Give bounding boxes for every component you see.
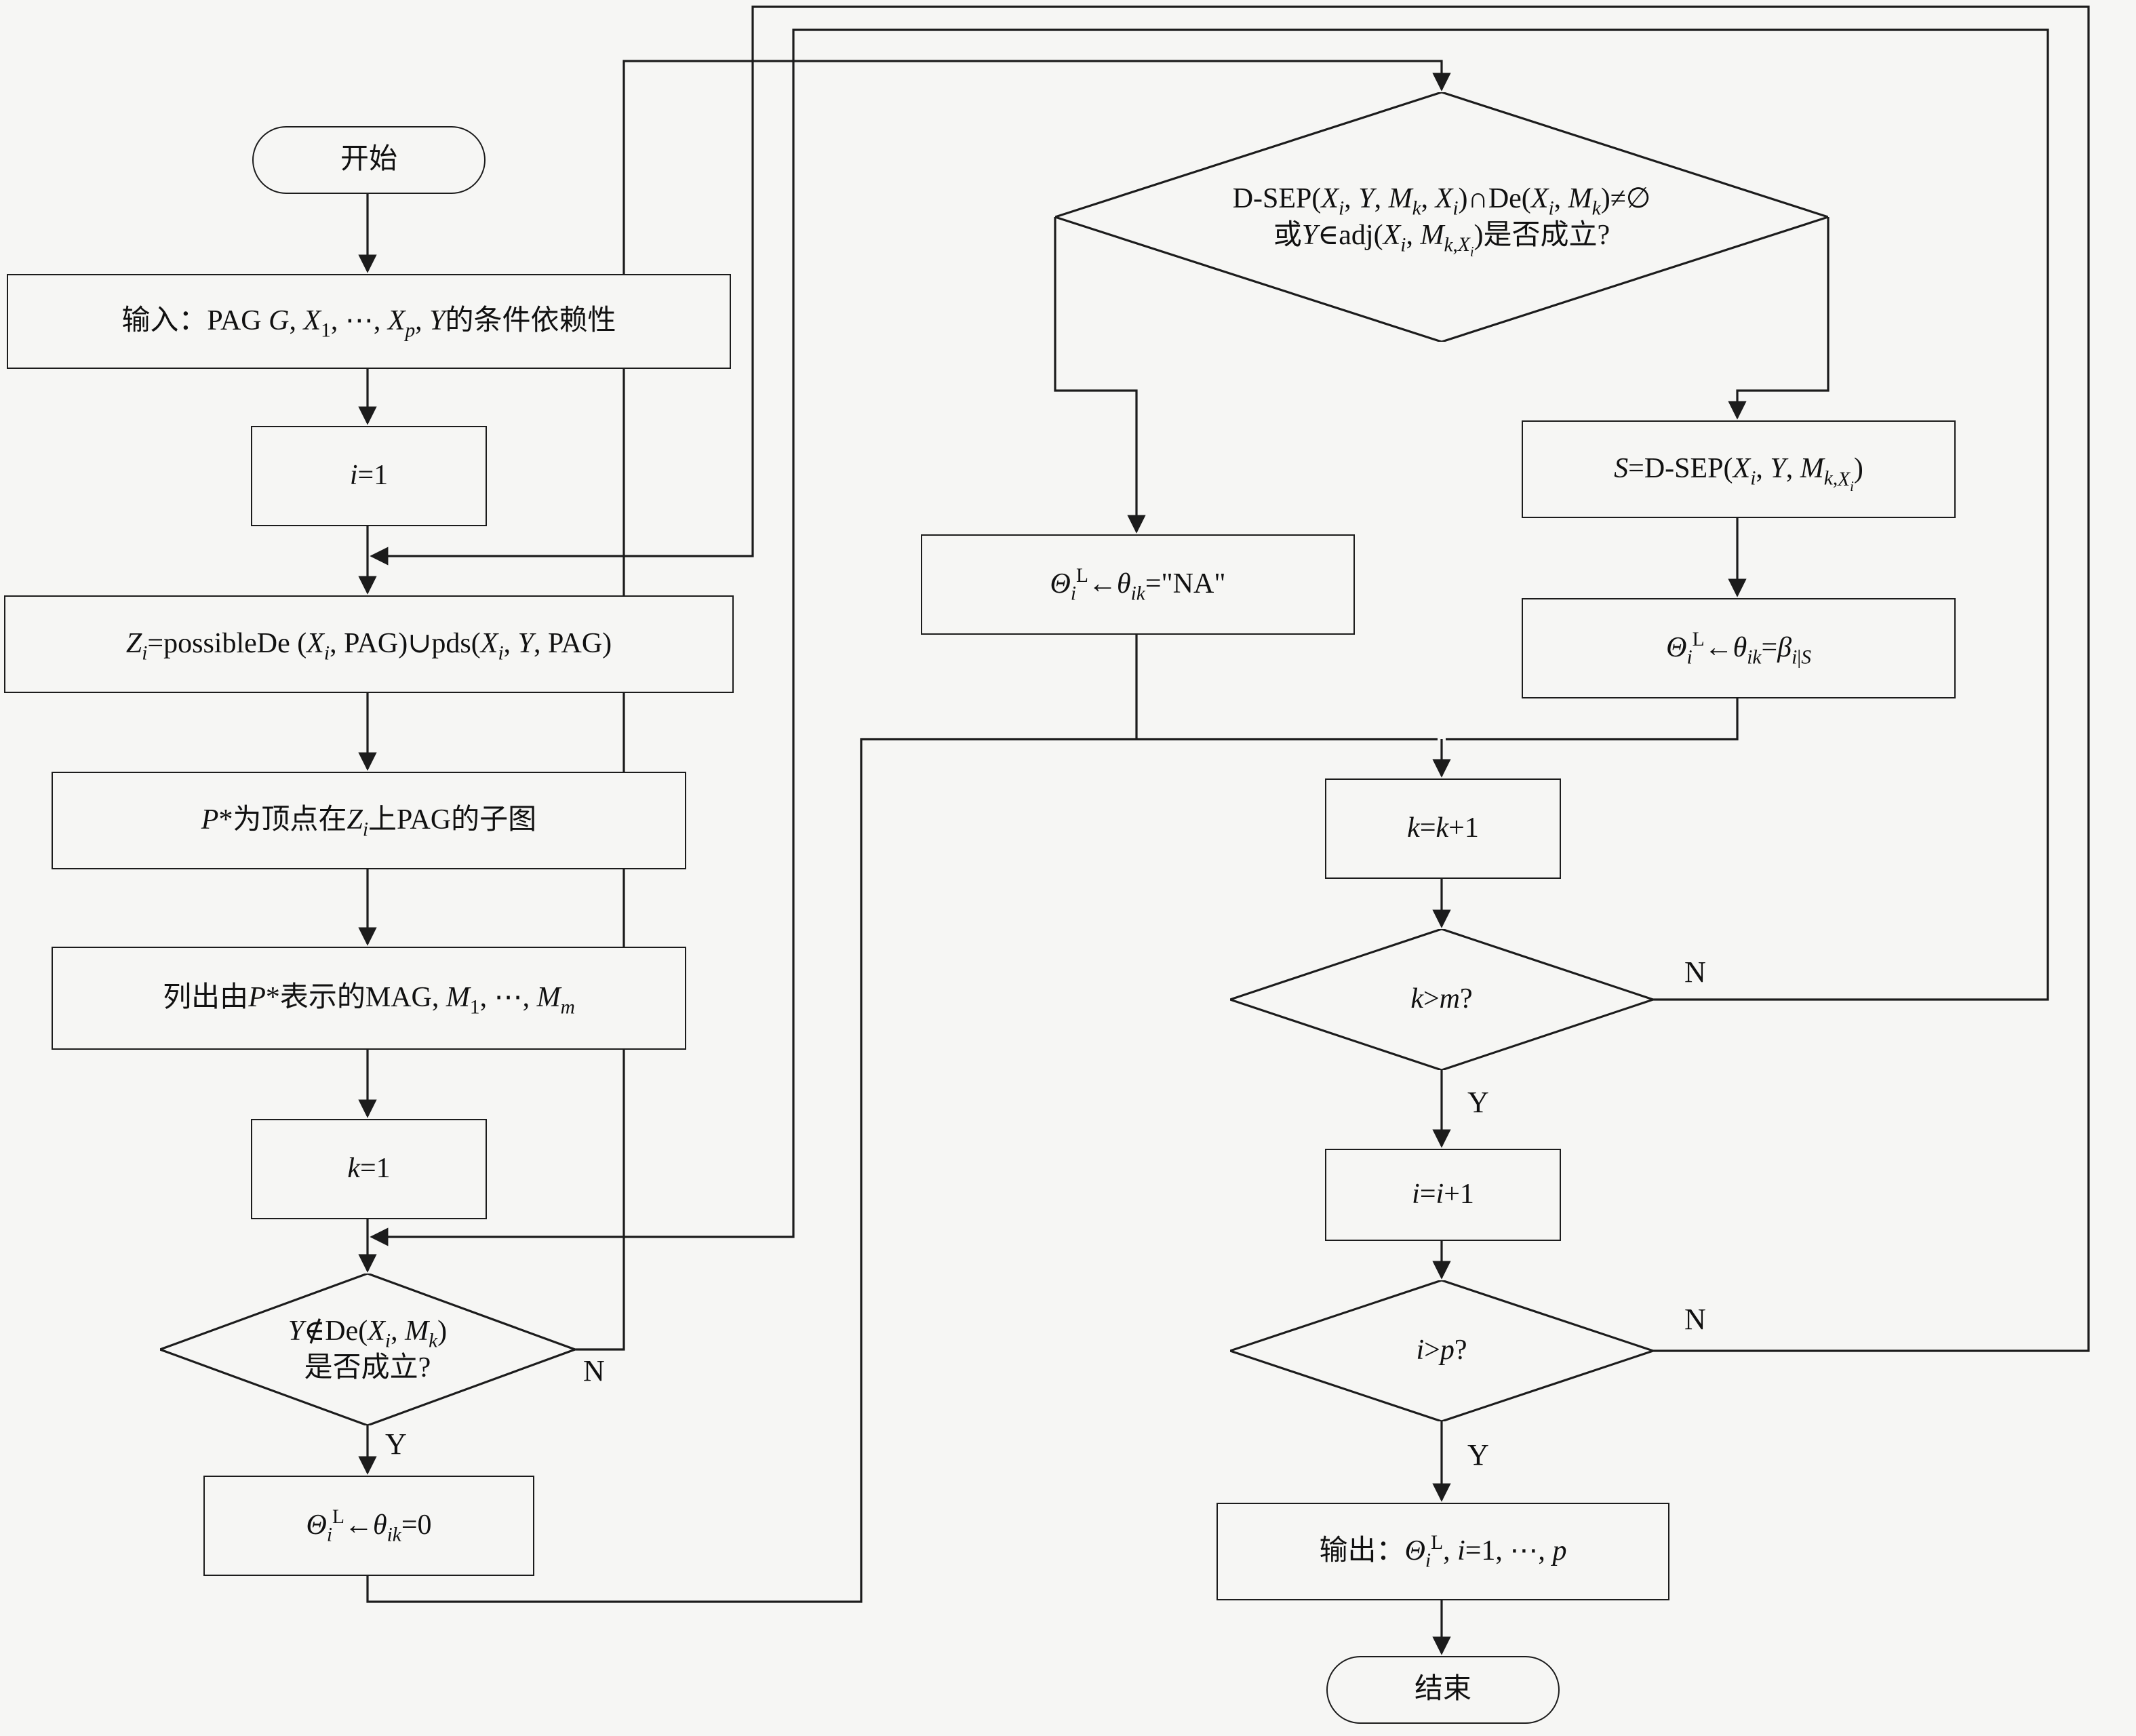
output-step: 输出：ΘiL, i=1, ⋯, p [1217,1503,1669,1600]
branch-label-yes-checkk: Y [1467,1085,1489,1119]
decision-dsep-condition-label: D-SEP(Xi, Y, Mk, Xi)∩De(Xi, Mk)≠∅或Y∈adj(… [1232,181,1651,261]
edge-thetabeta-to-merge [1446,696,1739,741]
inc-i-label: i=i+1 [1412,1177,1474,1210]
edge-checkde-no-checkdsep [575,60,1451,1351]
edge-checkdsep-to-thetana [1054,217,1146,534]
edge-theta0-to-merge [366,738,1438,1603]
decision-i-gt-p: i>p? [1230,1280,1653,1421]
start-label: 开始 [340,142,397,176]
decision-dsep-condition: D-SEP(Xi, Y, Mk, Xi)∩De(Xi, Mk)≠∅或Y∈adj(… [1055,92,1828,342]
theta-zero-step: ΘiL←θik=0 [203,1476,534,1576]
inc-i-step: i=i+1 [1325,1149,1561,1241]
theta-na-label: ΘiL←θik="NA" [1050,566,1226,606]
inc-k-step: k=k+1 [1325,778,1561,879]
inc-k-label: k=k+1 [1407,811,1479,844]
list-mag-label: 列出由P*表示的MAG, M1, ⋯, Mm [163,981,575,1020]
set-s-label: S=D-SEP(Xi, Y, Mk,Xi) [1614,452,1863,494]
decision-k-gt-m: k>m? [1230,929,1653,1070]
diamond-shape [1230,1280,1653,1421]
list-mag-step: 列出由P*表示的MAG, M1, ⋯, Mm [52,947,686,1050]
start-node: 开始 [252,126,486,194]
branch-label-yes-checkde: Y [385,1427,407,1461]
input-label: 输入：PAG G, X1, ⋯, Xp, Y的条件依赖性 [121,304,616,343]
zi-label: Zi=possibleDe (Xi, PAG)∪pds(Xi, Y, PAG) [125,627,612,666]
decision-y-not-descendant-label: Y∉De(Xi, Mk)是否成立? [288,1314,448,1383]
diamond-shape [1055,92,1828,342]
decision-y-not-descendant: Y∉De(Xi, Mk)是否成立? [160,1274,575,1425]
decision-i-gt-p-label: i>p? [1416,1333,1467,1366]
branch-label-no-checkk: N [1684,955,1706,989]
diamond-shape [160,1274,575,1425]
end-label: 结束 [1415,1672,1471,1705]
zi-step: Zi=possibleDe (Xi, PAG)∪pds(Xi, Y, PAG) [4,595,734,693]
decision-k-gt-m-label: k>m? [1410,982,1473,1015]
set-k-step: k=1 [251,1119,487,1219]
branch-label-no-checkde: N [583,1354,605,1387]
theta-beta-step: ΘiL←θik=βi|S [1522,598,1956,698]
output-label: 输出：ΘiL, i=1, ⋯, p [1319,1533,1567,1573]
set-i-label: i=1 [349,458,389,492]
input-step: 输入：PAG G, X1, ⋯, Xp, Y的条件依赖性 [7,274,731,369]
edge-checki-no-iloop [370,5,2090,1352]
edge-checkdsep-to-sets [1728,217,1830,420]
branch-label-no-checki: N [1684,1302,1706,1336]
theta-na-step: ΘiL←θik="NA" [921,534,1355,635]
theta-zero-label: ΘiL←θik=0 [306,1507,432,1547]
set-s-step: S=D-SEP(Xi, Y, Mk,Xi) [1522,420,1956,518]
pstar-step: P*为顶点在Zi上PAG的子图 [52,772,686,869]
branch-label-yes-checki: Y [1467,1438,1489,1472]
set-i-step: i=1 [251,426,487,526]
set-k-label: k=1 [347,1151,391,1185]
end-node: 结束 [1326,1656,1560,1724]
edge-checkk-no-kloop [370,28,2049,1246]
pstar-label: P*为顶点在Zi上PAG的子图 [201,803,537,842]
theta-beta-label: ΘiL←θik=βi|S [1666,629,1811,670]
diamond-shape [1230,929,1653,1070]
